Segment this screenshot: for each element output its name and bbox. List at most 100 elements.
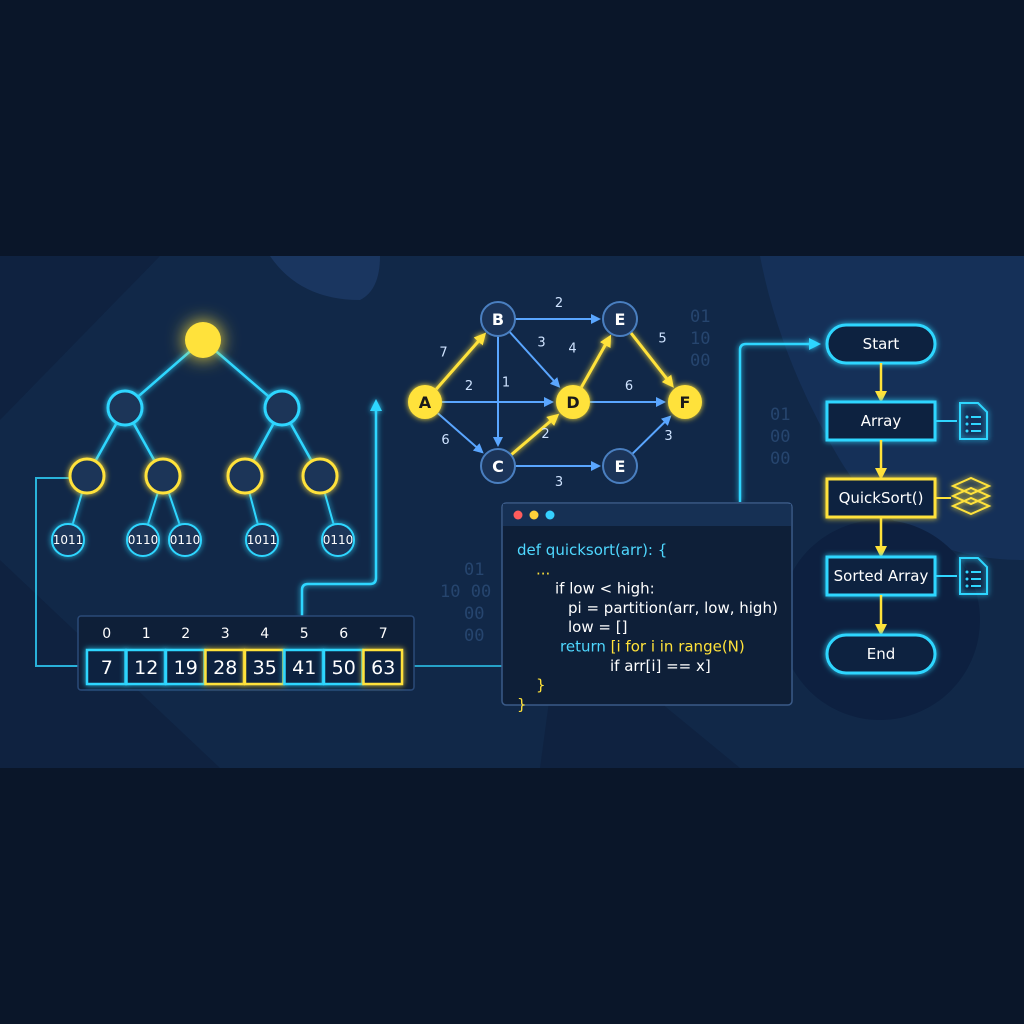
array-cell-value: 35 <box>253 657 277 679</box>
tree-leaf-label: 1011 <box>53 533 84 547</box>
flowchart-terminal <box>825 633 937 675</box>
tree-leaf-label: 0110 <box>128 533 159 547</box>
document-icon-bullet <box>965 422 969 426</box>
array-cell-value: 28 <box>213 657 237 679</box>
graph-node <box>602 301 638 337</box>
array-index-label: 4 <box>260 626 269 642</box>
flowchart-step-label: QuickSort() <box>839 489 924 507</box>
graph-edge-path <box>509 413 560 457</box>
array-cell-value: 41 <box>292 657 316 679</box>
graph-node <box>602 448 638 484</box>
graph-edge-weight: 6 <box>625 379 633 394</box>
panel-arc-top <box>270 256 380 300</box>
tree-node <box>263 389 301 427</box>
document-icon-bullet <box>965 415 969 419</box>
array-cell-value: 19 <box>174 657 198 679</box>
code-line: return [i for i in range(N) <box>560 638 745 656</box>
graph-node-highlighted <box>668 385 702 419</box>
array-index-label: 6 <box>339 626 348 642</box>
graph-edge-weight: 7 <box>439 346 447 361</box>
binary-decor-text: 01 <box>770 405 790 425</box>
code-token: return <box>560 638 611 656</box>
graph-edge-weight: 4 <box>568 342 576 357</box>
code-token: } <box>536 676 546 694</box>
code-line: } <box>536 676 546 694</box>
graph-node-label: B <box>492 310 504 329</box>
tree-leaf-node <box>51 523 85 557</box>
graph-edge-weight: 2 <box>555 296 563 311</box>
code-line: low = [] <box>568 618 627 636</box>
connector-code-to-flowchart-arrow <box>738 338 821 502</box>
binary-decor-text: 00 <box>464 626 484 646</box>
graph-edge-weight: 2 <box>541 427 549 442</box>
array-index-label: 7 <box>379 626 388 642</box>
array-cell-value: 63 <box>371 657 395 679</box>
layers-icon <box>950 476 992 516</box>
flowchart-step <box>825 555 937 597</box>
binary-decor-text: 00 <box>770 449 790 469</box>
tree-node-highlighted <box>226 457 264 495</box>
code-line: ... <box>536 560 550 578</box>
flowchart-step-label: Array <box>861 412 902 430</box>
layers-icon-layer <box>950 496 992 516</box>
array-index-label: 0 <box>102 626 111 642</box>
graph-node-label: F <box>680 393 691 412</box>
array-index-label: 2 <box>181 626 190 642</box>
binary-decor-text: 01 <box>464 560 484 580</box>
array-cell-highlighted <box>243 648 285 686</box>
flowchart-step-label: Sorted Array <box>834 567 929 585</box>
code-token: if low < high: <box>555 580 655 598</box>
document-icon-bullet <box>965 570 969 574</box>
code-line: pi = partition(arr, low, high) <box>568 599 778 617</box>
tree-root-node-glowing <box>185 322 221 358</box>
code-line: if arr[i] == x] <box>610 657 711 675</box>
connector-layer <box>35 338 821 667</box>
binary-decor-text: 00 <box>690 351 710 371</box>
connector-array-to-graph-arrow <box>300 399 382 616</box>
binary-decor-text: 10 <box>690 329 710 349</box>
graph-edge-weight: 3 <box>664 429 672 444</box>
code-token: } <box>517 695 527 713</box>
graph-node-label: D <box>566 393 579 412</box>
tree-leaf-label: 0110 <box>170 533 201 547</box>
tree-node-highlighted <box>144 457 182 495</box>
window-control-dot <box>513 510 523 520</box>
connector-tree-to-array <box>35 477 78 667</box>
graph-node <box>480 448 516 484</box>
graph-node-label: E <box>615 310 626 329</box>
code-line: def quicksort(arr): { <box>517 541 667 559</box>
tree-leaf-node <box>168 523 202 557</box>
graph-node-label: E <box>615 457 626 476</box>
code-token: def quicksort(arr): { <box>517 541 667 559</box>
array-cell-value: 50 <box>332 657 356 679</box>
document-icon <box>959 402 988 440</box>
tree-leaf-node <box>126 523 160 557</box>
graph-edge <box>508 330 561 388</box>
tree-leaf-label: 0110 <box>323 533 354 547</box>
code-line: if low < high: <box>555 580 655 598</box>
array-index-label: 1 <box>142 626 151 642</box>
window-control-dot <box>529 510 539 520</box>
array-cell-highlighted <box>362 648 404 686</box>
document-icon-outline <box>959 402 988 440</box>
code-line: } <box>517 695 527 713</box>
graph-edge-weight: 6 <box>441 433 449 448</box>
array-cell-value: 7 <box>101 657 113 679</box>
graph-edge-weight: 1 <box>502 376 510 391</box>
tree-node <box>106 389 144 427</box>
graph-node-label: C <box>492 457 504 476</box>
tree-node-highlighted <box>301 457 339 495</box>
tree-leaf-node <box>245 523 279 557</box>
tree-leaf-node <box>321 523 355 557</box>
window-control-dot <box>545 510 555 520</box>
graph-node-highlighted <box>408 385 442 419</box>
document-icon-bullet <box>965 584 969 588</box>
document-icon-bullet <box>965 429 969 433</box>
flowchart-step-label: Start <box>863 335 900 353</box>
array-cell <box>125 648 167 686</box>
